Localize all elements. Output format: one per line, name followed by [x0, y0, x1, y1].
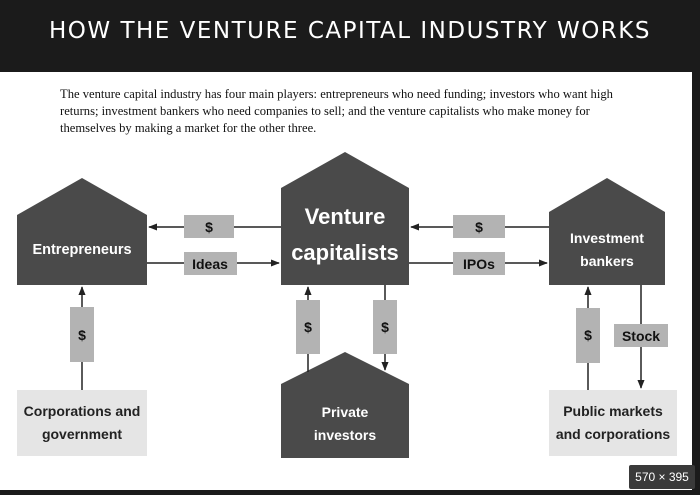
- private-to-vc-label: $: [304, 319, 312, 335]
- public-label-line1: Public markets: [563, 403, 663, 419]
- vc-to-private-tag: [373, 300, 397, 354]
- vc-to-ent-tag: [184, 215, 234, 238]
- header-bar: HOW THE VENTURE CAPITAL INDUSTRY WORKS: [0, 0, 700, 72]
- entrepreneurs-label: Entrepreneurs: [32, 242, 131, 258]
- vc-to-ib-tag: [453, 252, 505, 275]
- private-label-line1: Private: [322, 404, 369, 420]
- corp-label-line1: Corporations and: [24, 403, 141, 419]
- public-markets-box: [549, 390, 677, 456]
- ib-to-public-tag: [614, 324, 668, 347]
- image-size-badge: 570 × 395: [629, 465, 695, 489]
- private-to-vc-tag: [296, 300, 320, 354]
- ib-label-line1: Investment: [570, 230, 644, 246]
- entrepreneurs-house: [17, 178, 147, 285]
- private-investors-house: [281, 352, 409, 458]
- ib-to-vc-label: $: [475, 219, 483, 235]
- intro-paragraph: The venture capital industry has four ma…: [60, 87, 613, 135]
- vc-to-ent-label: $: [205, 219, 213, 235]
- investment-bankers-house: [549, 178, 665, 285]
- private-label-line2: investors: [314, 427, 376, 443]
- page-title: HOW THE VENTURE CAPITAL INDUSTRY WORKS: [49, 18, 651, 44]
- venture-capitalists-house: [281, 152, 409, 285]
- ent-to-vc-label: Ideas: [192, 256, 228, 272]
- corp-label-line2: government: [42, 426, 122, 442]
- ib-to-vc-tag: [453, 215, 505, 238]
- corporations-box: [17, 390, 147, 456]
- ib-label-line2: bankers: [580, 253, 634, 269]
- public-to-ib-tag: [576, 308, 600, 363]
- corp-to-ent-label: $: [78, 327, 86, 343]
- ib-to-public-label: Stock: [622, 328, 660, 344]
- vc-label-line2: capitalists: [291, 240, 399, 265]
- corp-to-ent-tag: [70, 307, 94, 362]
- vc-to-private-label: $: [381, 319, 389, 335]
- vc-to-ib-label: IPOs: [463, 256, 495, 272]
- public-to-ib-label: $: [584, 327, 592, 343]
- public-label-line2: and corporations: [556, 426, 671, 442]
- vc-label-line1: Venture: [305, 204, 386, 229]
- ent-to-vc-tag: [184, 252, 237, 275]
